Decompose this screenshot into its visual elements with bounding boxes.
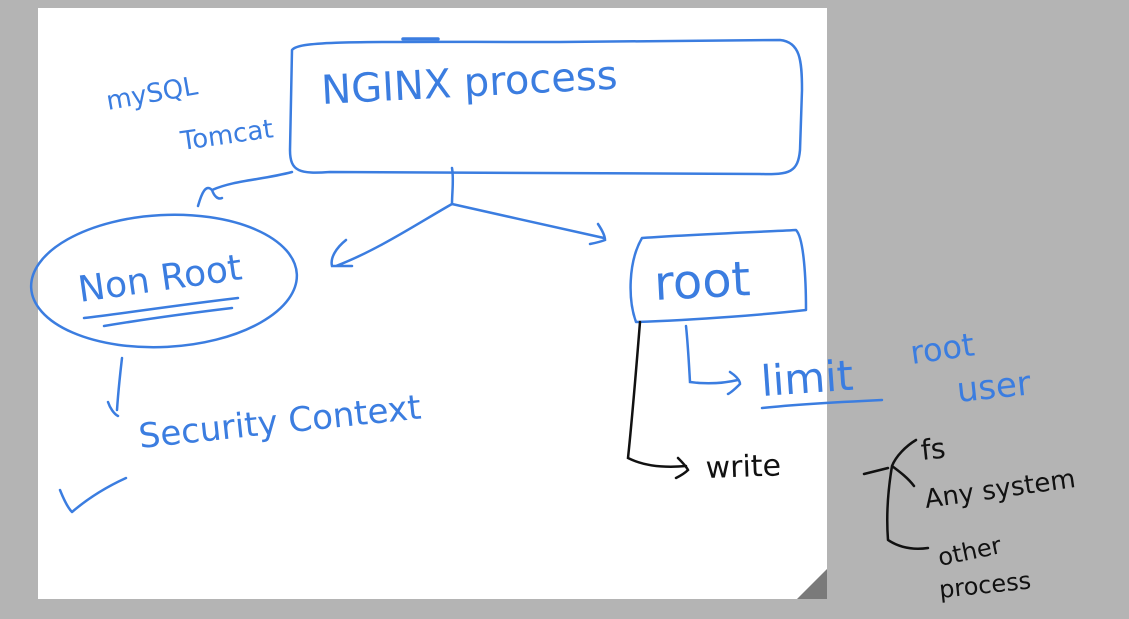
side-note-line-2: Tomcat xyxy=(178,114,275,157)
limit-user-word: user xyxy=(955,363,1033,411)
limit-label: limit xyxy=(759,351,855,406)
fork-left-arrow xyxy=(330,202,454,268)
write-dash xyxy=(862,466,890,476)
side-note-line-1: mySQL xyxy=(104,71,200,117)
write-target-process: process xyxy=(938,566,1033,603)
resize-grip-icon[interactable] xyxy=(797,569,827,599)
write-target-other: other xyxy=(935,531,1003,572)
checkmark-icon xyxy=(58,476,128,514)
write-targets-brace xyxy=(885,438,930,550)
fork-right-arrow xyxy=(450,202,607,246)
limit-root-word: root xyxy=(908,325,977,372)
process-box xyxy=(288,38,804,176)
root-node xyxy=(629,228,808,324)
limit-underline xyxy=(760,398,884,410)
root-label: root xyxy=(653,251,752,312)
write-target-any-system: Any system xyxy=(923,464,1078,515)
security-context-arrow xyxy=(106,356,124,418)
security-context-label: Security Context xyxy=(137,388,423,457)
whiteboard-canvas[interactable] xyxy=(38,8,827,599)
box-to-left-connector xyxy=(196,170,294,208)
write-bracket xyxy=(626,320,690,480)
process-box-label: NGINX process xyxy=(320,53,618,114)
write-label: write xyxy=(705,448,782,486)
limit-bracket xyxy=(684,324,742,396)
write-target-fs: fs xyxy=(919,432,947,467)
fork-stem xyxy=(450,166,455,206)
non-root-node xyxy=(29,213,299,349)
non-root-underline xyxy=(82,296,240,328)
